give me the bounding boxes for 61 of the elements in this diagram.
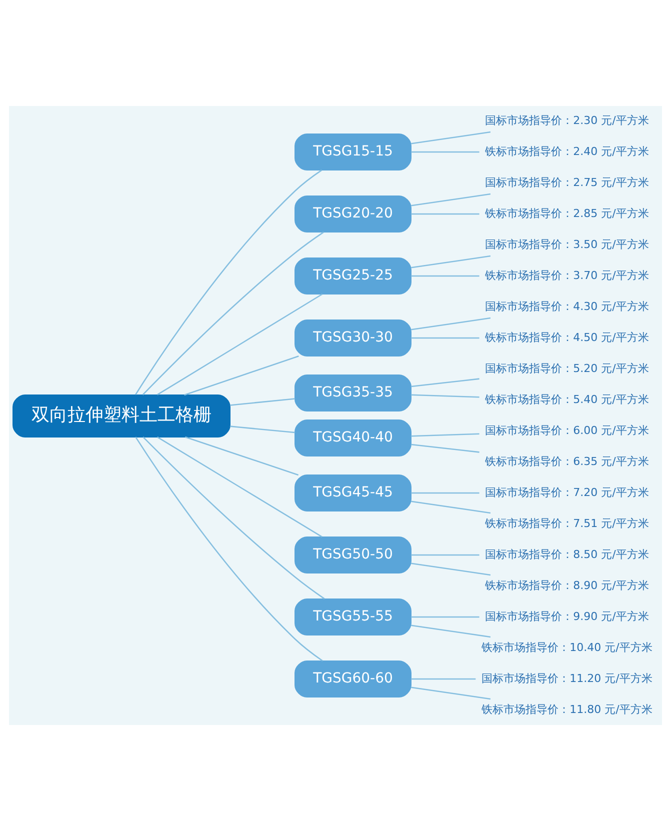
node-text: 国标市场指导价：2.30 元/平方米 xyxy=(484,113,648,126)
node-text: 国标市场指导价：4.30 元/平方米 xyxy=(484,299,648,312)
node-text: 铁标市场指导价：2.85 元/平方米 xyxy=(484,206,648,220)
node-text: 铁标市场指导价：6.35 元/平方米 xyxy=(484,454,648,468)
node-text: 国标市场指导价：11.20 元/平方米 xyxy=(481,671,652,684)
connector xyxy=(410,678,476,680)
node-text: 国标市场指导价：2.75 元/平方米 xyxy=(484,175,648,188)
node-text: 铁标市场指导价：3.70 元/平方米 xyxy=(484,268,648,282)
connector xyxy=(410,500,490,514)
connector xyxy=(410,624,490,638)
node-box: TGSG50-50 xyxy=(294,536,411,573)
node-box: 双向拉伸塑料土工格栅 xyxy=(12,394,230,437)
connector xyxy=(410,316,490,330)
node-box: TGSG55-55 xyxy=(294,598,411,635)
node-text: 铁标市场指导价：10.40 元/平方米 xyxy=(481,640,652,654)
node-box: TGSG45-45 xyxy=(294,474,411,511)
node-box: TGSG15-15 xyxy=(294,133,411,170)
connector xyxy=(230,425,294,433)
connector xyxy=(410,686,490,700)
connector xyxy=(410,130,490,144)
node-box: TGSG35-35 xyxy=(294,374,411,411)
node-text: 国标市场指导价：5.20 元/平方米 xyxy=(484,361,648,374)
node-text: 铁标市场指导价：2.40 元/平方米 xyxy=(484,144,648,158)
node-text: 铁标市场指导价：8.90 元/平方米 xyxy=(484,578,648,592)
connector xyxy=(230,398,294,406)
node-text: 国标市场指导价：9.90 元/平方米 xyxy=(484,609,648,622)
connector xyxy=(410,616,479,618)
node-text: 国标市场指导价：8.50 元/平方米 xyxy=(484,547,648,560)
connector xyxy=(410,554,479,556)
node-text: 铁标市场指导价：4.50 元/平方米 xyxy=(484,330,648,344)
node-text: 国标市场指导价：3.50 元/平方米 xyxy=(484,237,648,250)
node-box: TGSG25-25 xyxy=(294,257,411,294)
connector xyxy=(134,169,322,395)
connector xyxy=(410,192,490,206)
connector xyxy=(410,562,490,576)
connector xyxy=(410,254,490,268)
connector xyxy=(156,293,322,395)
connector xyxy=(410,150,479,152)
node-box: TGSG30-30 xyxy=(294,319,411,356)
node-text: 国标市场指导价：7.20 元/平方米 xyxy=(484,485,648,498)
connector xyxy=(410,492,479,494)
connector xyxy=(410,443,479,452)
node-text: 铁标市场指导价：11.80 元/平方米 xyxy=(481,702,652,716)
connector xyxy=(184,436,298,476)
connector xyxy=(410,378,479,387)
connector xyxy=(184,355,298,396)
node-box: TGSG60-60 xyxy=(294,660,411,697)
connector xyxy=(142,436,324,599)
connector xyxy=(410,212,479,214)
connector xyxy=(134,436,322,661)
node-text: 铁标市场指导价：7.51 元/平方米 xyxy=(484,516,648,530)
node-box: TGSG20-20 xyxy=(294,195,411,232)
connector xyxy=(410,336,479,338)
connector xyxy=(410,274,479,276)
connector xyxy=(410,394,479,398)
connector xyxy=(410,432,479,436)
node-text: 国标市场指导价：6.00 元/平方米 xyxy=(484,423,648,436)
connector xyxy=(156,436,322,537)
node-text: 铁标市场指导价：5.40 元/平方米 xyxy=(484,392,648,406)
node-box: TGSG40-40 xyxy=(294,419,411,456)
connector xyxy=(142,231,324,395)
